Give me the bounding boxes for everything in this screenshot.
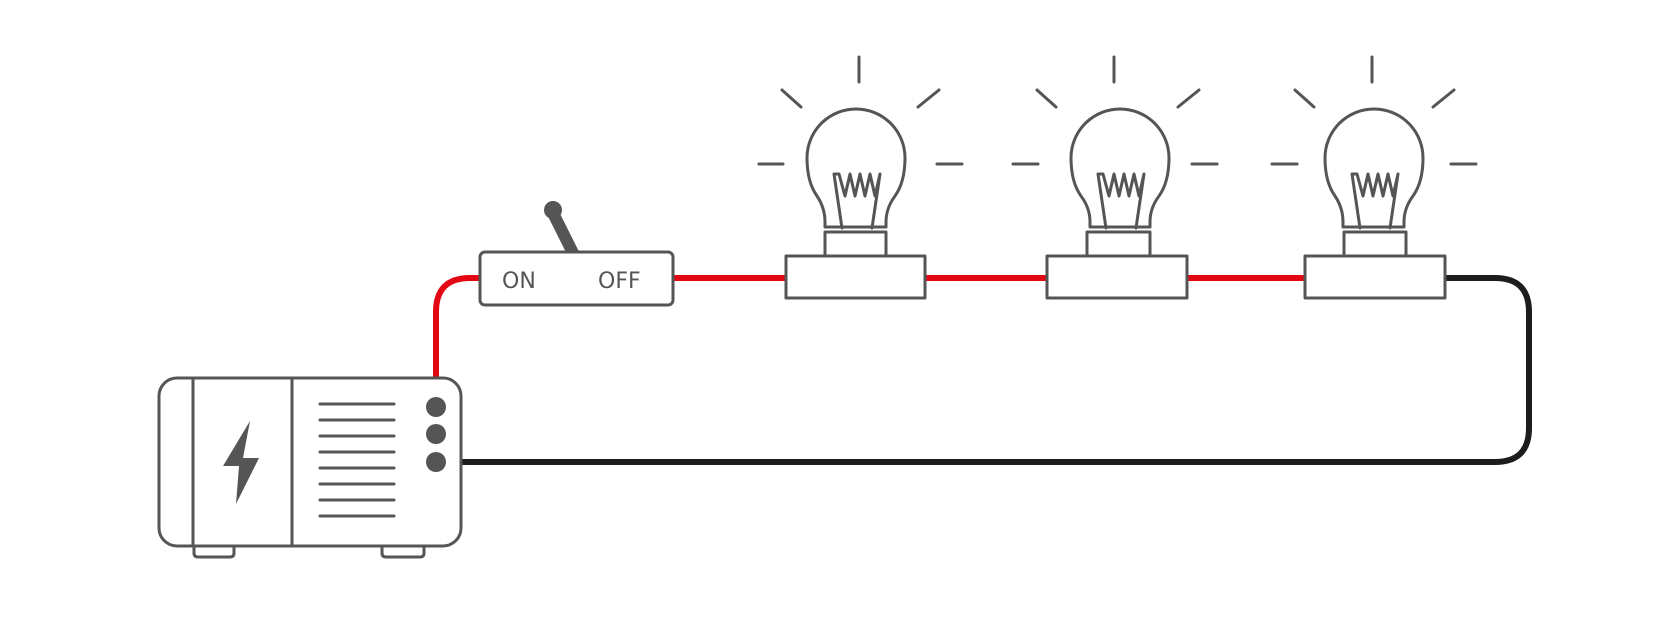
bulb-filament: [1350, 172, 1400, 230]
power-supply-vents: [318, 402, 396, 518]
light-ray: [1176, 88, 1201, 109]
light-ray: [1293, 88, 1316, 109]
terminal-middle: [426, 424, 446, 444]
power-supply: [157, 376, 463, 559]
toggle-switch[interactable]: ON OFF: [478, 201, 675, 307]
power-supply-foot-right: [380, 545, 426, 559]
wires: [433, 275, 1532, 465]
return-wire: [433, 275, 1532, 465]
bulb-base: [1303, 254, 1447, 300]
switch-body[interactable]: [478, 250, 675, 307]
bulb-filament: [1096, 172, 1146, 230]
bulb-base: [784, 254, 927, 300]
bulb-2: [1011, 55, 1219, 300]
light-ray: [916, 88, 941, 109]
terminal-positive: [426, 397, 446, 417]
bulb-filament: [832, 172, 882, 230]
bulb-base: [1045, 254, 1189, 300]
terminal-negative: [426, 452, 446, 472]
switch-on-label: ON: [502, 269, 536, 294]
light-ray: [1431, 88, 1456, 109]
bulb-neck: [1085, 230, 1152, 258]
light-rays: [1011, 55, 1219, 166]
power-supply-body: [157, 376, 463, 548]
bulb-glass: [1069, 107, 1171, 229]
bulb-neck: [1342, 230, 1408, 258]
switch-lever-knob[interactable]: [544, 201, 562, 219]
live-wire-supply-to-switch: [433, 275, 483, 409]
lightning-bolt-icon: [223, 421, 259, 504]
bulb-glass: [1323, 107, 1425, 229]
switch-lever[interactable]: [547, 207, 581, 263]
power-supply-foot-left: [192, 545, 236, 559]
switch-off-label: OFF: [598, 269, 641, 294]
bulb-3: [1270, 55, 1478, 300]
light-rays: [757, 55, 964, 166]
light-ray: [1035, 88, 1058, 109]
bulb-1: [757, 55, 964, 300]
bulb-neck: [823, 230, 888, 258]
bulb-glass: [805, 107, 907, 229]
light-ray: [780, 88, 803, 109]
light-rays: [1270, 55, 1478, 166]
